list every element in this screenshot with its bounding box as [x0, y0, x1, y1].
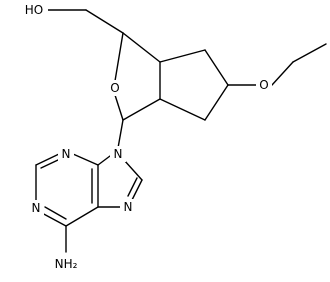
atom-label-n7: N	[124, 200, 133, 214]
bond-c4-c5	[204, 49, 229, 86]
atom-label-n1: N	[32, 201, 41, 215]
bond-c1-c3a	[122, 32, 161, 63]
bond-o-c3	[114, 94, 124, 121]
bond-c6p-c5p	[65, 206, 99, 227]
bond-n3-c2-double	[40, 159, 59, 169]
bond-o-ch2-ethyl	[271, 61, 294, 86]
bond-n3-c2	[35, 153, 60, 166]
label-bg-n3	[58, 146, 74, 162]
bond-c4p-n3	[72, 153, 99, 166]
bond-n9-c8	[123, 159, 143, 181]
bond-c3-n9	[117, 119, 124, 149]
bond-c5-c6	[204, 84, 229, 121]
bond-ch2-c1	[85, 9, 124, 34]
bond-c8-n7	[131, 179, 143, 201]
label-bg-ho	[22, 1, 48, 19]
bond-c8-n7-double	[127, 177, 138, 197]
label-bg-o-ring	[108, 80, 122, 96]
bond-ch2-ch3	[292, 43, 327, 63]
bond-n1-c6p-double	[44, 206, 67, 220]
bond-c6-c6a	[159, 98, 206, 121]
atom-label-nh2: NH₂	[55, 257, 78, 271]
bond-n1-c6p	[39, 211, 67, 227]
bond-c6a-c3	[122, 98, 161, 121]
bond-c3a-c4	[159, 49, 206, 63]
label-bg-nh2	[50, 255, 82, 273]
label-bg-n1	[28, 200, 44, 216]
bond-set	[35, 9, 327, 253]
bond-c4p-n9	[97, 155, 111, 166]
atom-label-ho: HO	[25, 3, 43, 17]
atom-label-o-ether: O	[259, 78, 268, 92]
atom-label-n9: N	[114, 147, 123, 161]
bond-c1-o	[114, 32, 124, 82]
atom-label-o-ring: O	[110, 81, 119, 95]
label-bg-o-ether	[256, 77, 272, 93]
atom-labels: HO O O N N N N NH₂	[22, 1, 272, 273]
label-bg-n7	[120, 199, 136, 215]
label-bg-n9	[110, 146, 126, 162]
atom-label-n3: N	[62, 147, 71, 161]
